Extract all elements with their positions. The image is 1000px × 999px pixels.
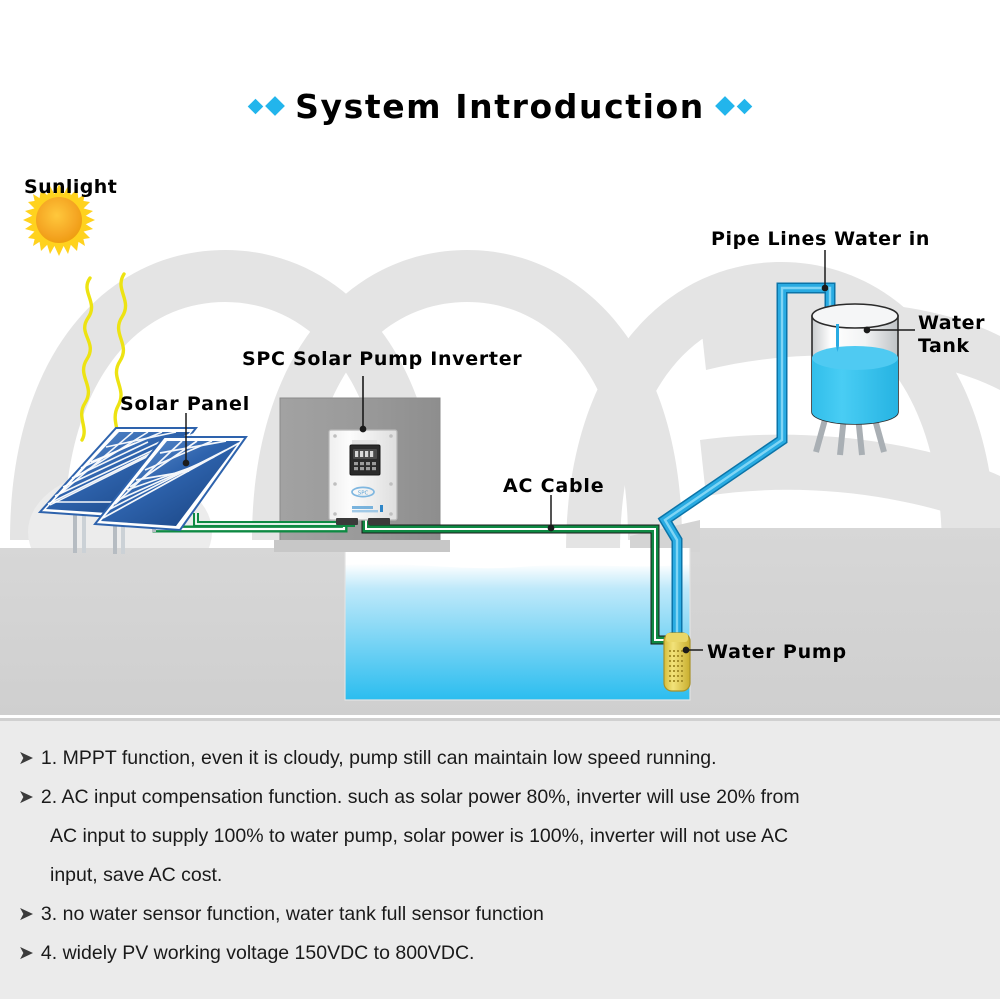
feature-notes-list: ➤ 1. MPPT function, even it is cloudy, p… — [0, 718, 1000, 999]
note-continuation: input, save AC cost. — [18, 860, 982, 890]
inverter-nameplate — [352, 505, 383, 513]
diagram-canvas: SPC — [0, 184, 1000, 715]
diamond-small-icon — [247, 98, 264, 114]
label-sunlight: Sunlight — [24, 176, 118, 198]
note-text: 2. AC input compensation function. such … — [40, 786, 800, 808]
note-text: 4. widely PV working voltage 150VDC to 8… — [40, 942, 475, 964]
well-cavity — [344, 548, 691, 701]
label-solar-panel: Solar Panel — [120, 393, 251, 415]
solar-panel-front — [93, 436, 248, 532]
page-title-bar: System Introduction — [0, 80, 1000, 132]
inverter-brand-logo: SPC — [351, 486, 375, 498]
label-inverter: SPC Solar Pump Inverter — [242, 348, 523, 370]
note-text: 3. no water sensor function, water tank … — [40, 903, 544, 925]
label-water-tank-line1: Water — [918, 312, 985, 334]
label-pipe-lines: Pipe Lines Water in — [711, 228, 930, 250]
note-text: input, save AC cost. — [50, 864, 223, 886]
title-diamonds-right — [714, 96, 753, 116]
note-item: ➤ 2. AC input compensation function. suc… — [18, 782, 982, 812]
sunlight-rays — [80, 272, 128, 446]
label-water-tank-line2: Tank — [918, 335, 970, 358]
note-item: ➤ 4. widely PV working voltage 150VDC to… — [18, 938, 982, 968]
diamond-small-icon — [736, 98, 753, 114]
diamond-large-icon — [265, 96, 286, 116]
arrow-bullet-icon: ➤ — [18, 942, 34, 964]
leader-lines — [182, 250, 915, 654]
solar-pump-inverter[interactable]: SPC — [328, 376, 398, 525]
label-water-pump: Water Pump — [707, 641, 847, 663]
arrow-bullet-icon: ➤ — [18, 747, 34, 769]
label-water-tank: Water Tank — [918, 312, 985, 358]
label-ac-cable: AC Cable — [503, 475, 605, 497]
note-text: AC input to supply 100% to water pump, s… — [50, 825, 789, 847]
diamond-large-icon — [714, 96, 735, 116]
ac-cable — [361, 520, 672, 645]
svg-text:SPC: SPC — [358, 490, 369, 496]
solar-panel-array — [37, 427, 248, 554]
arrow-bullet-icon: ➤ — [18, 903, 34, 925]
sun-icon — [23, 184, 95, 256]
note-continuation: AC input to supply 100% to water pump, s… — [18, 821, 982, 851]
note-item: ➤ 3. no water sensor function, water tan… — [18, 899, 982, 929]
water-pump — [663, 632, 691, 692]
system-diagram: SPC — [0, 140, 1000, 715]
note-text: 1. MPPT function, even it is cloudy, pum… — [40, 747, 717, 769]
note-item: ➤ 1. MPPT function, even it is cloudy, p… — [18, 743, 982, 773]
water-tank — [811, 303, 899, 456]
page-title: System Introduction — [295, 86, 705, 126]
arrow-bullet-icon: ➤ — [18, 786, 34, 808]
title-diamonds-left — [247, 96, 286, 116]
